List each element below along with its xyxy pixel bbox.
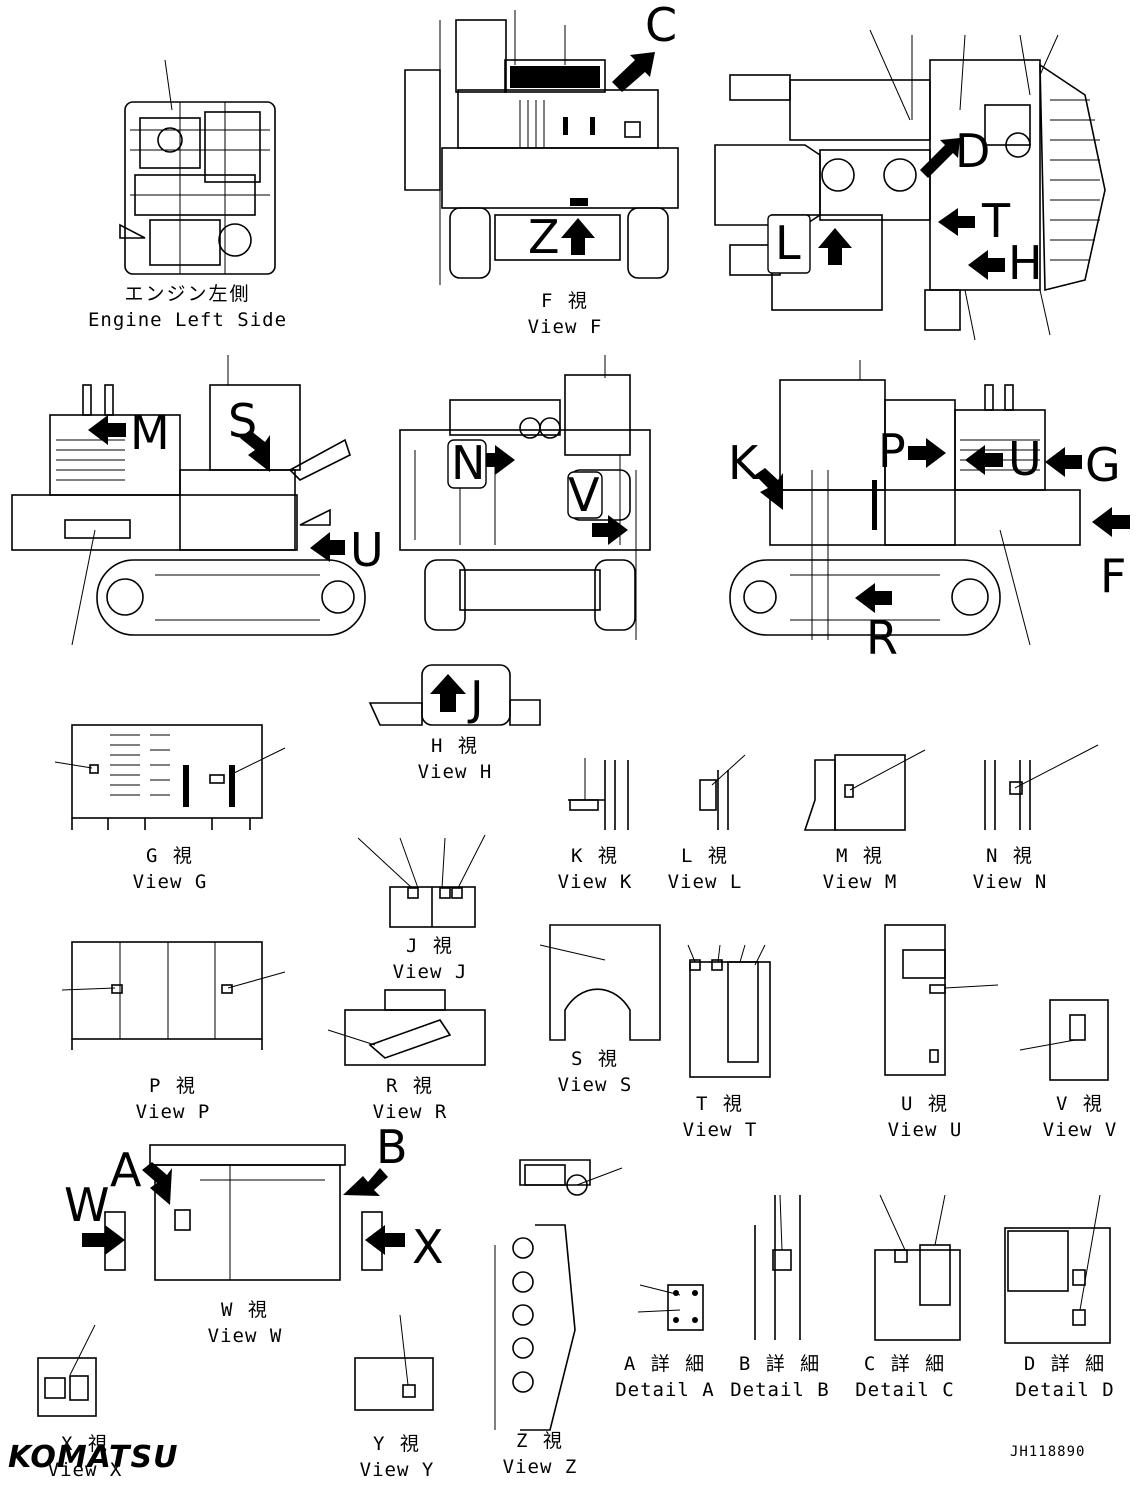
- marker-b: B: [376, 1120, 408, 1174]
- marker-m: M: [130, 406, 170, 460]
- marker-j: J: [470, 671, 484, 725]
- komatsu-logo: KOMATSU: [8, 1440, 179, 1475]
- view-k-drawing: [568, 758, 629, 830]
- arrow-m: [88, 415, 126, 445]
- arrow-g: [1045, 447, 1082, 477]
- caption-view-l: L 視 View L: [667, 845, 743, 893]
- marker-s: S: [228, 394, 258, 448]
- marker-t: T: [982, 194, 1011, 248]
- arrow-t: [938, 208, 975, 236]
- marker-h: H: [1008, 236, 1043, 290]
- detail-d-drawing: [1004, 1194, 1111, 1344]
- caption-view-u: U 視 View U: [887, 1093, 963, 1141]
- caption-view-h: H 視 View H: [417, 735, 493, 783]
- arrow-c: [612, 52, 655, 92]
- view-u-drawing: [884, 924, 999, 1076]
- marker-l: L: [775, 216, 801, 270]
- caption-engine-left-side: エンジン左側 Engine Left Side: [87, 283, 288, 331]
- marker-u: U: [1008, 432, 1042, 486]
- arrow-p: [908, 438, 946, 468]
- marker-x: W: [64, 1178, 110, 1232]
- drawing-code: JH118890: [1010, 1444, 1086, 1460]
- caption-view-s: S 視 View S: [557, 1048, 633, 1096]
- caption-detail-c: C 詳 細 Detail C: [855, 1353, 955, 1401]
- arrow-z: [561, 218, 595, 255]
- view-f-drawing: [404, 10, 679, 285]
- view-t-drawing: [687, 944, 771, 1078]
- view-n-drawing: [984, 744, 1099, 830]
- view-h-drawing: [368, 664, 541, 726]
- detail-a-drawing: [637, 1284, 704, 1331]
- arrow-w: [592, 515, 628, 545]
- view-z-drawing: [494, 1159, 623, 1431]
- arrow-v: [310, 532, 345, 562]
- marker-w: V: [568, 468, 600, 522]
- arrow-j: [430, 674, 466, 712]
- caption-detail-b: B 詳 細 Detail B: [730, 1353, 830, 1401]
- arrow-l: [818, 228, 852, 265]
- arrow-f: [1092, 507, 1130, 537]
- caption-view-r: R 視 View R: [372, 1075, 448, 1123]
- arrow-b: [343, 1168, 388, 1196]
- detail-b-drawing: [754, 1194, 801, 1340]
- marker-d: D: [955, 124, 991, 178]
- view-v-drawing: [1019, 999, 1109, 1081]
- view-p-drawing: [61, 941, 286, 1050]
- caption-view-f: F 視 View F: [527, 290, 603, 338]
- caption-view-x: X 視 View X: [47, 1433, 123, 1481]
- marker-g: G: [1085, 438, 1121, 492]
- caption-view-g: G 視 View G: [132, 845, 208, 893]
- right-side-view-drawing: [729, 360, 1081, 646]
- marker-n: N: [451, 436, 486, 490]
- caption-detail-a: A 詳 細 Detail A: [615, 1353, 715, 1401]
- view-y-drawing: [354, 1314, 434, 1411]
- arrow-y: [365, 1225, 405, 1255]
- arrow-n: [480, 445, 515, 475]
- marker-k: K: [728, 436, 759, 490]
- marker-p: P: [878, 424, 906, 478]
- callout-arrows: [82, 52, 1130, 1255]
- view-j-drawing: [357, 834, 486, 928]
- caption-view-m: M 視 View M: [822, 845, 898, 893]
- arrow-s: [240, 430, 270, 472]
- view-r-drawing: [327, 989, 486, 1066]
- caption-view-y: Y 視 View Y: [359, 1433, 435, 1481]
- marker-c: C: [645, 0, 678, 52]
- marker-a: A: [110, 1143, 142, 1197]
- view-s-drawing: [539, 924, 661, 1041]
- arrow-r: [855, 583, 892, 613]
- caption-view-n: N 視 View N: [972, 845, 1048, 893]
- arrow-k: [755, 468, 783, 510]
- marker-f: F: [1100, 549, 1127, 603]
- caption-view-k: K 視 View K: [557, 845, 633, 893]
- arrow-d: [920, 138, 960, 178]
- view-m-drawing: [803, 749, 926, 831]
- rear-view-drawing: [399, 355, 651, 640]
- caption-view-w: W 視 View W: [207, 1299, 283, 1347]
- marker-v: U: [350, 523, 384, 577]
- arrow-h: [968, 250, 1005, 280]
- view-l-drawing: [699, 754, 746, 830]
- arrow-a: [142, 1162, 172, 1205]
- caption-view-p: P 視 View P: [135, 1075, 211, 1123]
- detail-c-drawing: [874, 1194, 961, 1341]
- marker-z: Z: [528, 210, 560, 264]
- arrow-x: [82, 1225, 125, 1255]
- caption-view-j: J 視 View J: [392, 935, 468, 983]
- arrow-u: [965, 445, 1003, 475]
- marker-y: X: [412, 1220, 444, 1274]
- top-view-drawing: [714, 29, 1106, 341]
- view-x-drawing: [37, 1324, 97, 1417]
- caption-detail-d: D 詳 細 Detail D: [1015, 1353, 1115, 1401]
- caption-view-z: Z 視 View Z: [502, 1430, 578, 1478]
- caption-view-t: T 視 View T: [682, 1093, 758, 1141]
- view-w-drawing: [104, 1144, 566, 1281]
- marker-r: R: [866, 611, 898, 665]
- engine-left-side-drawing: [119, 59, 276, 275]
- left-side-view-drawing: [11, 355, 366, 646]
- caption-view-v: V 視 View V: [1042, 1093, 1118, 1141]
- view-g-drawing: [54, 724, 286, 830]
